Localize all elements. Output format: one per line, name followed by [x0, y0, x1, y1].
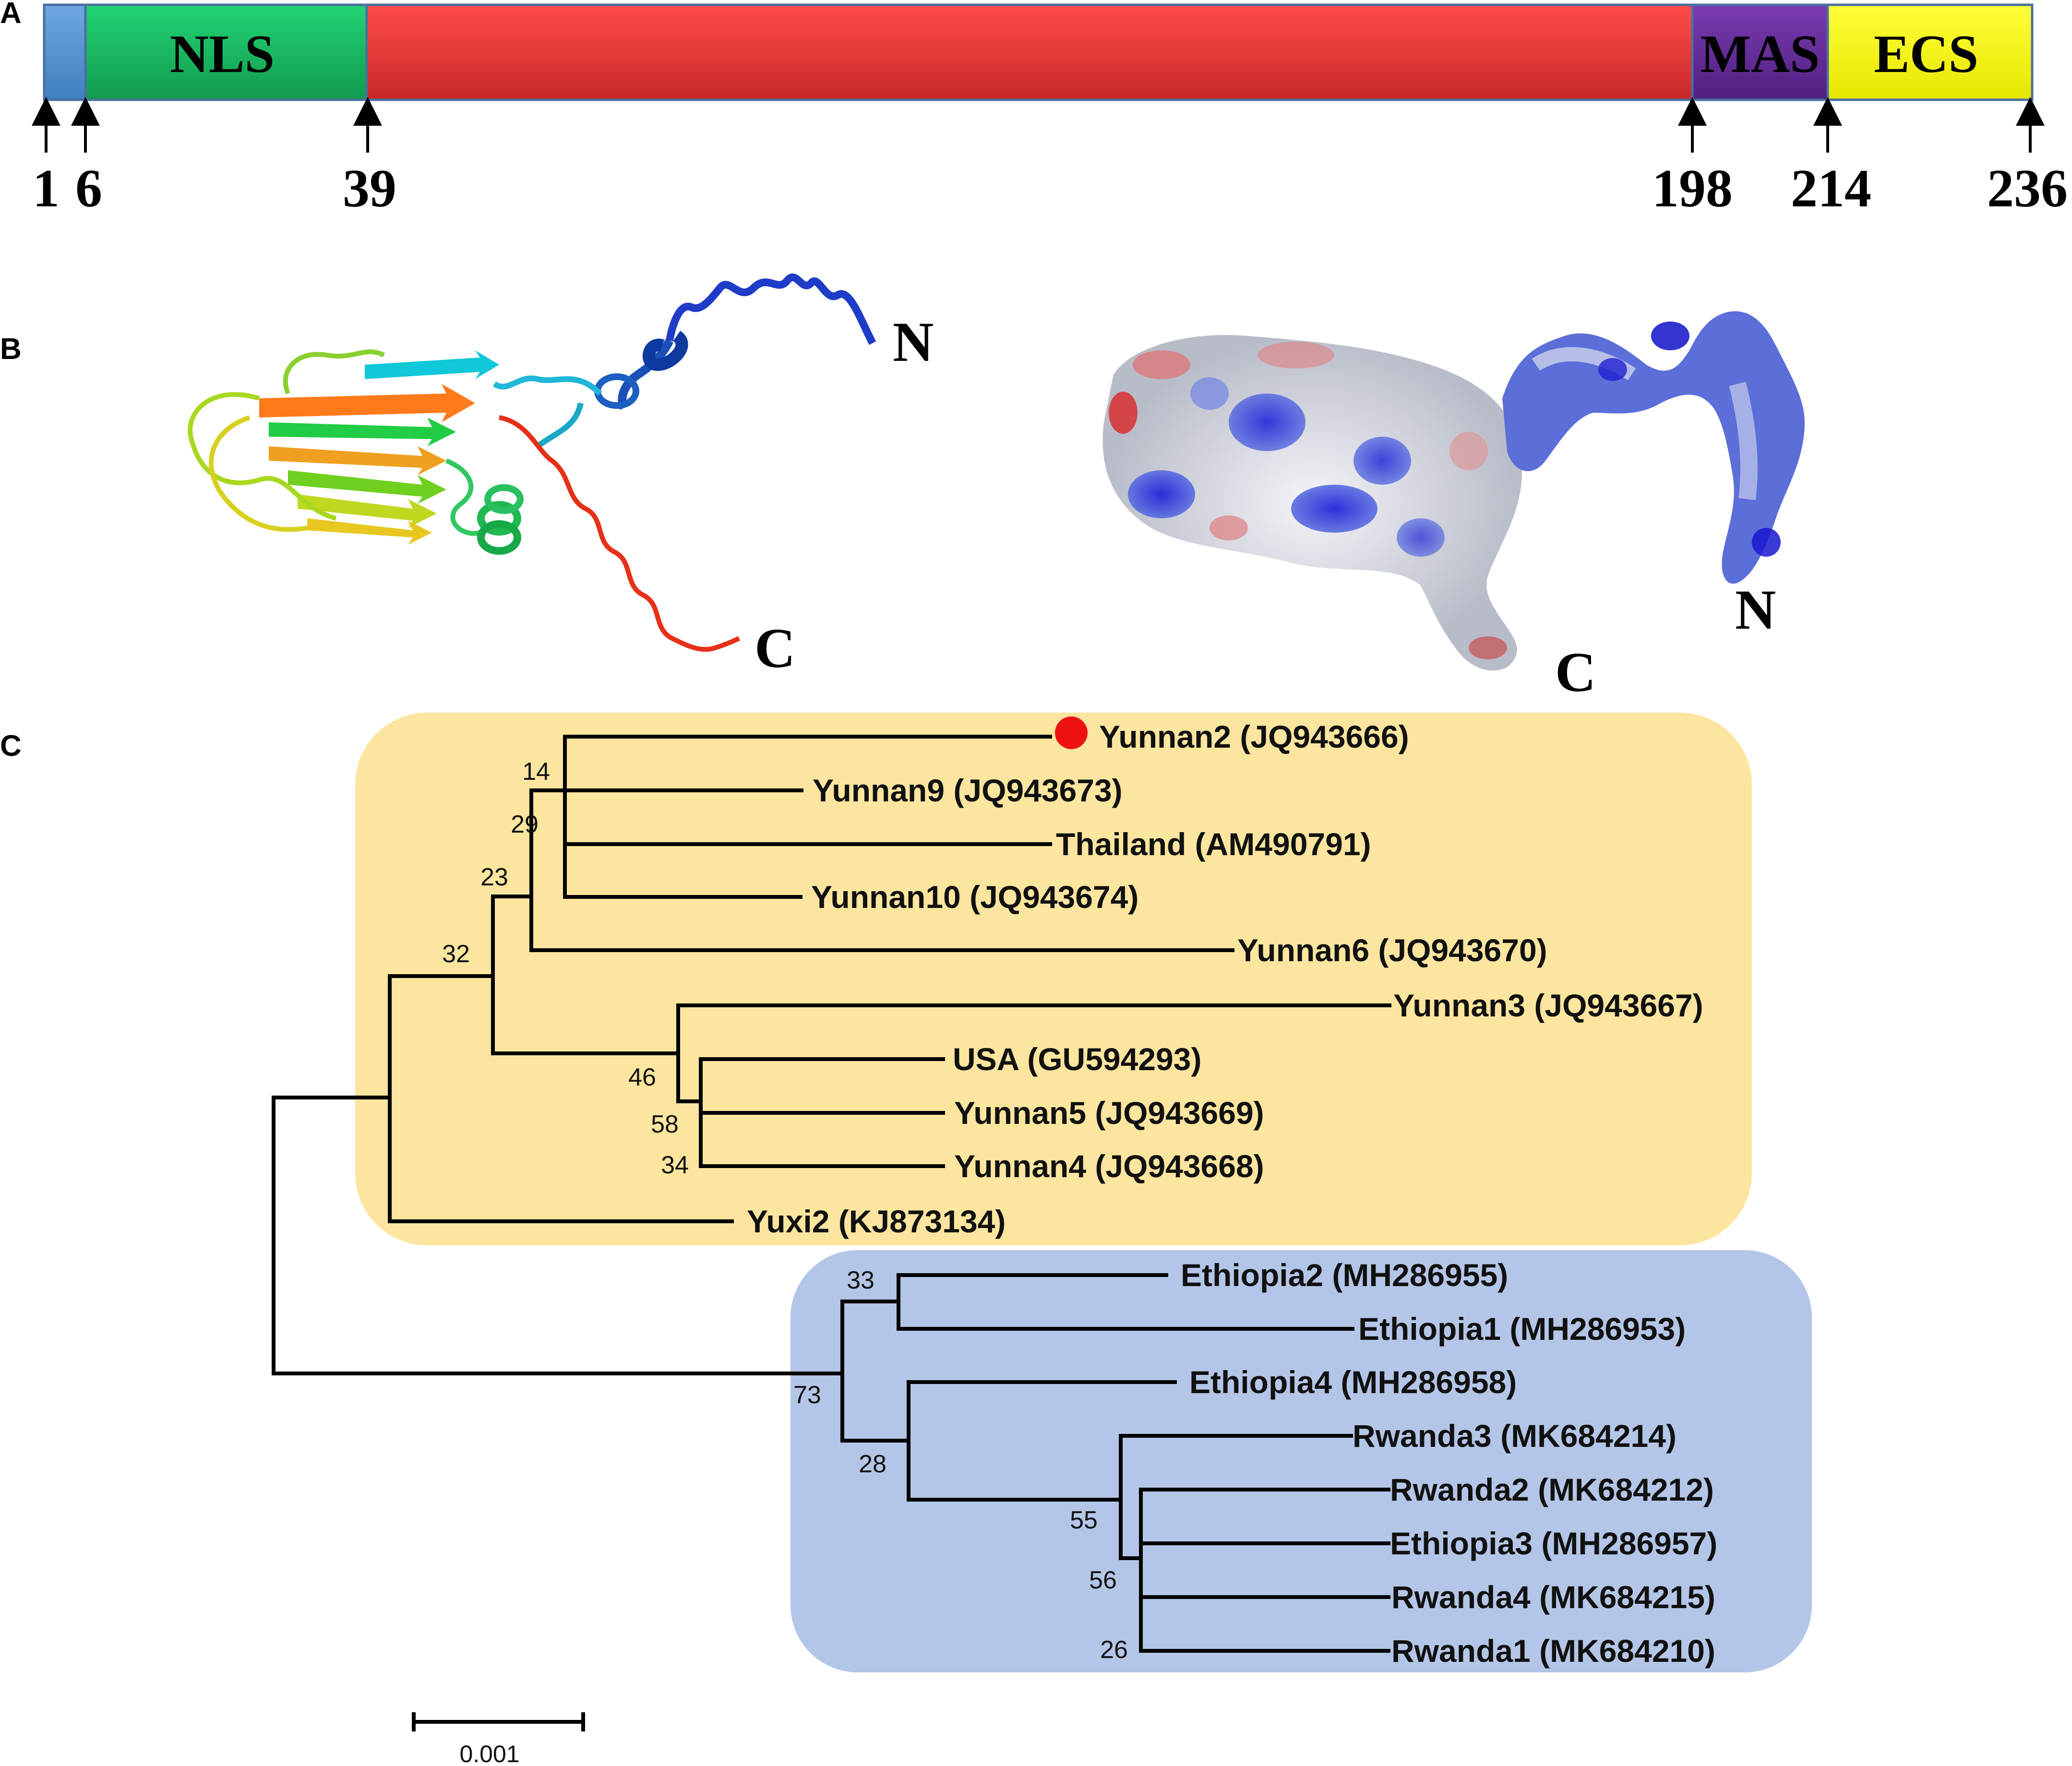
bootstrap-value: 58: [651, 1110, 679, 1138]
taxon-label: Ethiopia1 (MH286953): [1358, 1311, 1686, 1347]
domain-segment-mas: [1691, 3, 1829, 101]
panel-letter-a: A: [0, 0, 22, 30]
taxon-label: Rwanda2 (MK684212): [1390, 1472, 1714, 1507]
taxon-label: Yunnan10 (JQ943674): [811, 879, 1138, 915]
clade-box-africa: [790, 1250, 1812, 1672]
ribbon-c-label: C: [755, 617, 795, 680]
position-label-198: 198: [1652, 159, 1733, 218]
taxon-label: Yunnan2 (JQ943666): [1099, 719, 1409, 754]
taxon-label: Yuxi2 (KJ873134): [747, 1204, 1006, 1239]
position-label-39: 39: [343, 159, 396, 218]
ribbon-structure: N C: [188, 273, 934, 680]
surface-structure: N C: [1102, 311, 1805, 704]
taxon-label: Yunnan9 (JQ943673): [813, 773, 1123, 808]
bootstrap-value: 32: [442, 940, 470, 968]
position-label-236: 236: [1987, 159, 2068, 218]
scale-bar-line: [412, 1712, 585, 1731]
taxon-label: Ethiopia2 (MH286955): [1181, 1257, 1508, 1293]
bootstrap-value: 26: [1100, 1636, 1128, 1664]
position-label-6: 6: [75, 159, 102, 218]
taxon-label: Yunnan3 (JQ943667): [1393, 988, 1703, 1023]
taxon-label: Rwanda1 (MK684210): [1391, 1633, 1715, 1669]
domain-segment-nls: [84, 3, 368, 101]
taxon-labels: Yunnan2 (JQ943666) Yunnan9 (JQ943673) Th…: [747, 719, 1717, 1669]
surface-n-label: N: [1735, 578, 1776, 641]
n-terminal-coil: [666, 273, 876, 345]
bootstrap-value: 23: [480, 863, 508, 891]
taxon-label: Yunnan4 (JQ943668): [954, 1148, 1264, 1184]
domain-label-mas: MAS: [1701, 24, 1820, 84]
domain-segment-core: [365, 3, 1694, 101]
bootstrap-value: 14: [522, 758, 550, 786]
domain-label-ecs: ECS: [1874, 24, 1978, 84]
scale-bar: 0.001: [412, 1712, 585, 1766]
n-terminal-helix: [643, 331, 688, 371]
bootstrap-value: 28: [859, 1450, 886, 1478]
taxon-label: Rwanda3 (MK684214): [1353, 1418, 1677, 1454]
scale-bar-label: 0.001: [459, 1741, 519, 1766]
panel-letter-c: C: [0, 729, 22, 763]
highlight-dot-yunnan2: [1055, 716, 1088, 749]
bootstrap-value: 29: [511, 811, 539, 838]
bootstrap-value: 55: [1070, 1506, 1098, 1534]
bootstrap-values: 14 29 23 32 46 58 34 33 73 28 55 56 26: [442, 758, 1128, 1664]
domain-segment-1: [43, 3, 87, 101]
bootstrap-value: 56: [1089, 1566, 1117, 1594]
ribbon-n-label: N: [893, 310, 934, 373]
c-terminal-coil: [499, 415, 741, 652]
taxon-label: Thailand (AM490791): [1056, 826, 1371, 862]
panel-letter-b: B: [0, 333, 22, 366]
bootstrap-value: 46: [628, 1063, 656, 1091]
beta-strand-cyan: [365, 350, 499, 379]
taxon-label: Ethiopia4 (MH286958): [1189, 1364, 1517, 1400]
phylogenetic-tree: [272, 735, 1391, 1653]
taxon-label: Rwanda4 (MK684215): [1391, 1579, 1715, 1615]
domain-bar: NLS MAS ECS: [43, 3, 2034, 101]
position-markers: 1 6 39 198 214 236: [32, 97, 2068, 218]
domain-segment-ecs: [1826, 3, 2034, 101]
bootstrap-value: 34: [661, 1151, 689, 1179]
bootstrap-value: 73: [793, 1381, 821, 1409]
taxon-label: Yunnan5 (JQ943669): [954, 1095, 1264, 1131]
domain-label-nls: NLS: [170, 24, 275, 84]
surface-c-label: C: [1555, 641, 1596, 704]
taxon-label: Ethiopia3 (MH286957): [1390, 1526, 1717, 1561]
taxon-label: USA (GU594293): [953, 1041, 1201, 1077]
position-label-1: 1: [33, 159, 60, 218]
beta-strand-orange: [259, 384, 475, 422]
bootstrap-value: 33: [847, 1266, 874, 1294]
position-label-214: 214: [1791, 159, 1871, 218]
surface-arm: [1502, 311, 1805, 584]
taxon-label: Yunnan6 (JQ943670): [1237, 932, 1547, 968]
